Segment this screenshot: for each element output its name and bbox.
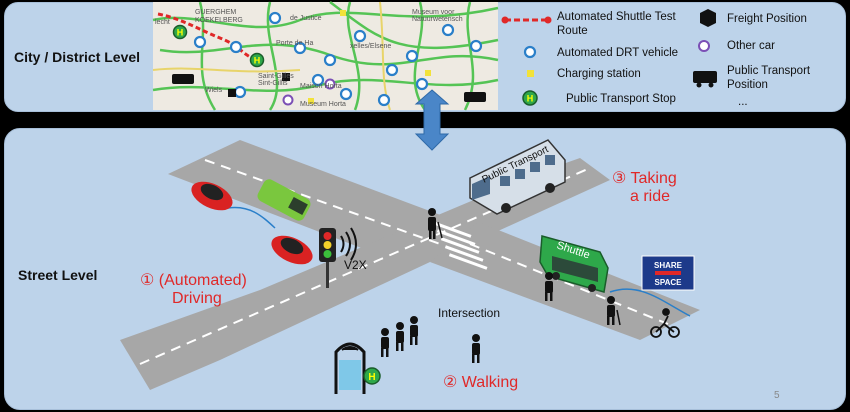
map-label: lecht	[155, 19, 170, 26]
map-label: de Justice	[290, 15, 322, 22]
pedestrian-icon	[396, 322, 404, 351]
pedestrian-elderly-icon	[428, 208, 443, 239]
mode-ride-label: ③ Taking a ride	[612, 170, 677, 205]
map-stop-h: H	[177, 28, 184, 38]
map-label: Maison Horta	[300, 83, 342, 90]
legend-more: ...	[738, 96, 748, 108]
pedestrian-icon	[472, 334, 480, 363]
red-car-icon	[191, 181, 233, 211]
charging-station-legend-icon	[527, 70, 534, 77]
share-sign-line1: SHARE	[654, 261, 683, 270]
map-label: Saint-Gilles	[258, 73, 294, 80]
map-label: xelles/Elsene	[350, 43, 391, 50]
pt-stop-legend-icon	[522, 90, 538, 106]
legend-pt-stop: Public Transport Stop	[566, 93, 676, 105]
page-number: 5	[774, 390, 780, 401]
legend-charging: Charging station	[557, 68, 641, 80]
v2x-label: V2X	[344, 258, 367, 272]
pedestrian-icon	[410, 316, 418, 345]
svg-text:H: H	[368, 372, 375, 383]
intersection-label: Intersection	[438, 306, 501, 320]
map-label: Wiels	[205, 87, 223, 94]
other-car-legend-icon	[698, 40, 710, 52]
pedestrian-icon	[545, 272, 553, 301]
street-level-label: Street Level	[18, 267, 98, 283]
drt-vehicle-legend-icon	[523, 45, 537, 59]
share-sign-line2: SPACE	[655, 278, 683, 287]
mode-walking-label: ② Walking	[443, 374, 519, 391]
map-label: Natuurwetensch	[412, 16, 463, 23]
map-label: Museum Horta	[300, 101, 346, 108]
pedestrian-elderly-icon	[607, 296, 621, 326]
mode-driving-label: ① (Automated) Driving	[140, 272, 247, 307]
legend-freight: Freight Position	[727, 13, 807, 25]
legend-pt-position: Public Transport Position	[727, 65, 811, 91]
map-label: Sint-Gillis	[258, 80, 288, 87]
traffic-light-icon	[319, 227, 357, 288]
legend-shuttle-route: Automated Shuttle Test Route	[557, 11, 676, 37]
cyclist-icon	[650, 308, 680, 338]
city-level-label: City / District Level	[14, 49, 141, 65]
svg-text:H: H	[527, 94, 534, 104]
share-space-sign-icon	[641, 255, 695, 291]
map-stop-h: H	[254, 56, 261, 66]
legend-drt: Automated DRT vehicle	[557, 47, 679, 59]
legend-other-car: Other car	[727, 40, 775, 52]
map-label: GUERGHEM	[195, 9, 236, 16]
shuttle-icon	[539, 235, 609, 293]
map-label: KOEKELBERG	[195, 17, 243, 24]
road-main	[120, 158, 610, 390]
stop-sign-icon	[363, 367, 381, 385]
green-van-icon	[257, 179, 311, 221]
map-label: Museum voor	[412, 9, 455, 16]
freight-legend-icon	[700, 9, 716, 27]
pt-position-legend-icon	[693, 71, 717, 83]
pedestrian-icon	[381, 328, 389, 357]
bus-stop-shelter-icon	[334, 342, 366, 394]
map-label: Porte de Ha	[276, 40, 313, 47]
red-car-icon	[271, 235, 313, 265]
bus-icon	[469, 139, 566, 215]
